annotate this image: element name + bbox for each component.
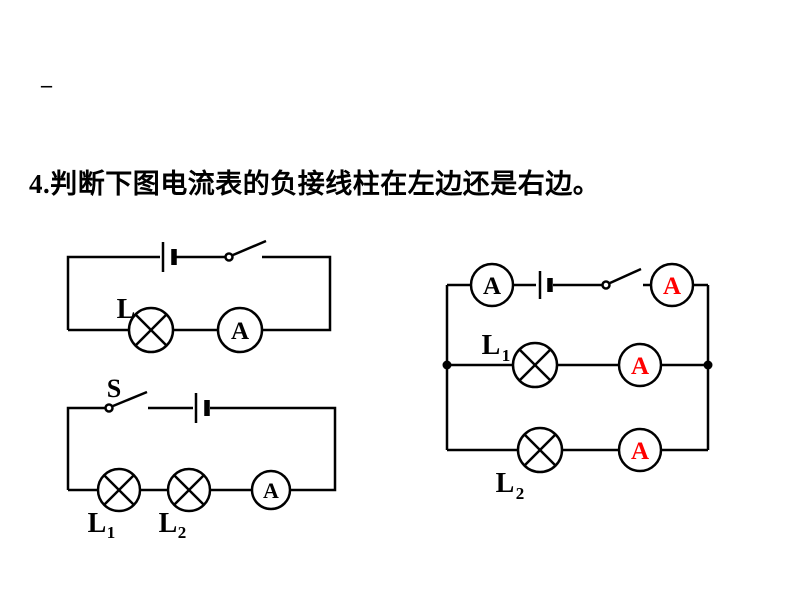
switch-pivot [104, 403, 114, 413]
switch-blade [232, 239, 267, 257]
switch-label: S [107, 374, 121, 403]
switch-pivot [601, 280, 611, 290]
lamp-cross-line [518, 348, 552, 382]
ammeter-circle [469, 262, 515, 308]
ammeter-circle [649, 262, 695, 308]
svg-text:L: L [88, 508, 107, 539]
lamp2-label: L 2 [159, 508, 187, 542]
wire [66, 255, 332, 332]
lamp2-label: L 2 [496, 468, 525, 503]
lamp-icon [127, 306, 175, 354]
junction-dot [703, 360, 713, 370]
svg-text:L: L [482, 330, 501, 361]
battery-icon [161, 242, 177, 272]
svg-text:L: L [159, 508, 178, 539]
battery-icon [538, 271, 553, 299]
ammeter-label: A [631, 438, 649, 465]
ammeter-icon: A [617, 342, 663, 388]
lamp1-label: L 1 [88, 508, 116, 542]
switch-icon [601, 267, 642, 290]
ammeter-label: A [483, 273, 501, 300]
switch-icon [104, 390, 148, 413]
circuit-3-parallel: A A A [442, 262, 713, 503]
lamp-cross-line [134, 313, 168, 347]
lamp-cross-line [103, 474, 135, 506]
lamp2-subscript: 2 [178, 523, 187, 542]
ammeter-icon: A [617, 427, 663, 473]
ammeter-circle [216, 306, 264, 354]
ammeter-icon: A [250, 469, 292, 511]
ammeter-icon: A [649, 262, 695, 308]
lamp-cross-line [173, 474, 205, 506]
circuit-2-series-two-lamps: A S L 1 L 2 [66, 374, 337, 542]
lamp-icon [166, 467, 212, 513]
wire [445, 283, 710, 452]
ammeter-icon: A [216, 306, 264, 354]
circuit-1-series-one-lamp: A L [66, 239, 332, 354]
ammeter-label: A [231, 318, 249, 345]
svg-text:L: L [496, 468, 515, 499]
lamp-cross-line [523, 433, 557, 467]
switch-blade [112, 390, 148, 408]
ammeter-label: A [631, 353, 649, 380]
lamp-icon [96, 467, 142, 513]
lamp1-subscript: 1 [502, 346, 511, 365]
ammeter-circle [617, 342, 663, 388]
ammeter-label: A [263, 478, 279, 503]
ammeter-circle [250, 469, 292, 511]
lamp-label: L [117, 294, 136, 325]
lamp1-subscript: 1 [107, 523, 116, 542]
switch-icon [224, 239, 267, 262]
switch-blade [609, 267, 642, 285]
ammeter-icon: A [469, 262, 515, 308]
lamp2-subscript: 2 [516, 484, 525, 503]
lamp1-label: L 1 [482, 330, 511, 365]
battery-icon [194, 393, 210, 423]
lamp-icon [516, 426, 564, 474]
switch-pivot [224, 252, 234, 262]
lamp-icon [511, 341, 559, 389]
ammeter-circle [617, 427, 663, 473]
stray-dash: – [41, 72, 52, 97]
ammeter-label: A [663, 273, 681, 300]
junction-dot [442, 360, 452, 370]
page-title: 4.判断下图电流表的负接线柱在左边还是右边。 [29, 169, 601, 199]
wire [66, 406, 337, 492]
